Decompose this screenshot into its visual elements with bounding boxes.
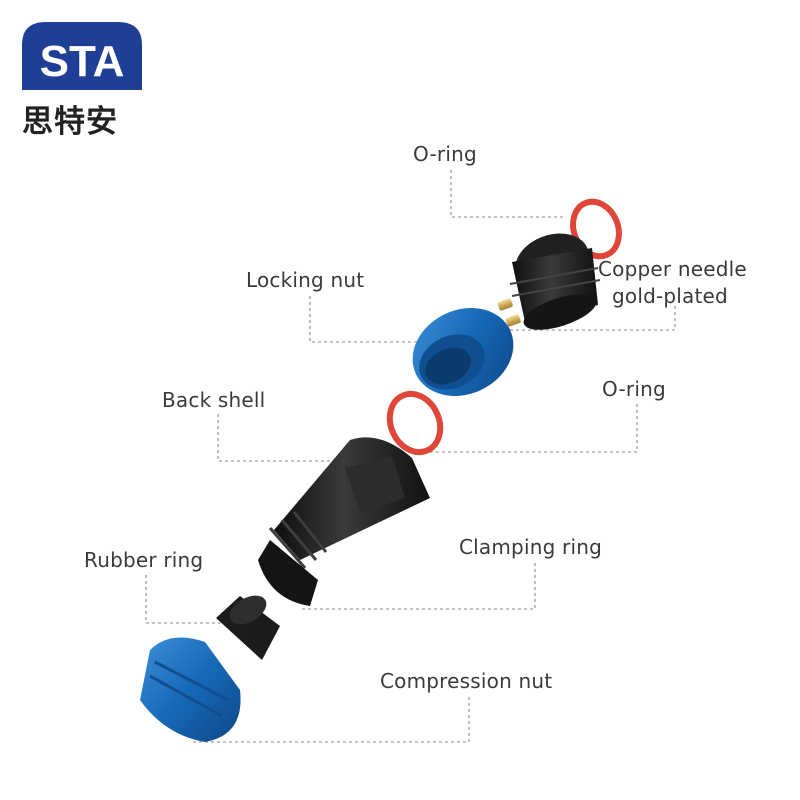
leader-back-shell: [217, 414, 350, 462]
label-copper-needle-line2: gold-plated: [612, 284, 728, 308]
label-o-ring-mid: O-ring: [602, 377, 666, 401]
leader-o-ring-top: [450, 170, 566, 218]
back-shell-part: [258, 437, 430, 606]
label-compression-nut: Compression nut: [380, 669, 553, 693]
o-ring-mid-part: [386, 390, 444, 456]
locking-nut-part: [412, 308, 514, 396]
leader-o-ring-mid: [420, 404, 638, 453]
label-o-ring-top: O-ring: [413, 142, 477, 166]
leader-lines: [145, 170, 676, 743]
leader-locking-nut: [309, 296, 440, 343]
logo-badge: STA: [22, 22, 142, 90]
label-copper-needle-line1: Copper needle: [598, 257, 747, 281]
label-rubber-ring: Rubber ring: [84, 548, 204, 572]
label-locking-nut: Locking nut: [246, 268, 365, 292]
label-clamping-ring: Clamping ring: [459, 535, 602, 559]
logo-text: STA: [40, 37, 125, 86]
receptacle-part: [497, 233, 601, 330]
logo-cn-text: 思特安: [22, 104, 118, 140]
leader-clamping-ring: [300, 563, 536, 610]
leader-compression-nut: [190, 697, 470, 743]
leader-copper-needle: [510, 306, 676, 331]
leader-rubber-ring: [145, 575, 240, 624]
compression-nut-part: [140, 637, 241, 742]
rubber-ring-part: [216, 595, 280, 660]
label-back-shell: Back shell: [162, 388, 266, 412]
